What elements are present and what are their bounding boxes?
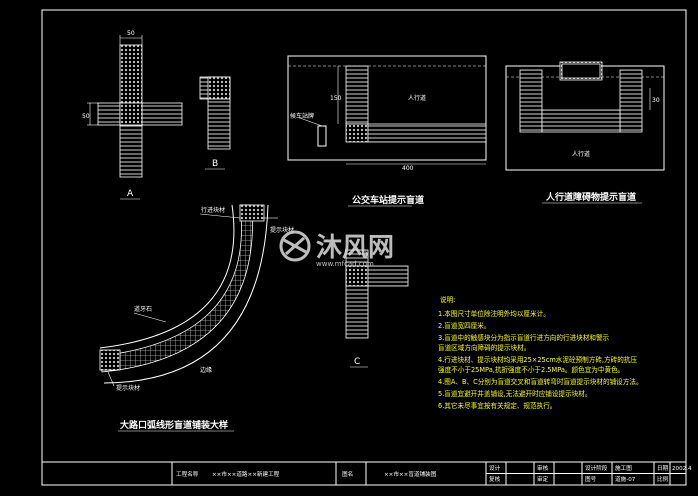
tb-check-label: 审核 [537,464,549,472]
figure-obstacle: 30 人行道 人行道障碍物提示盲道 [505,61,665,204]
bus-sign-label: 候车站牌 [290,112,314,120]
note-item: 6.其它未尽事宜按有关规定、规范执行。 [438,401,556,410]
tb-date-label: 日期 [657,465,669,472]
note-item: 4.行进块材、提示块材均采用25×25cm水泥砼预制方砖,方砖的抗压 [438,355,637,364]
figure-a: 50 50 A [82,30,183,200]
tb-approve-label: 审定 [537,475,549,483]
notes-heading: 说明: [440,295,455,304]
curve-title: 大路口弧线形盲道铺装大样 [120,419,228,431]
tb-number-label: 图号 [585,475,597,483]
fig-c-label: C [354,357,360,367]
tb-scale-label: 比例 [657,475,669,483]
bus-dim-side: 150 [330,95,342,102]
tb-drawing-value: ××市××盲道铺装图 [384,470,437,478]
note-item: 5.盲道宜避开井盖铺设,无法避开时应铺设提示块材。 [438,389,591,398]
note-item: 强度不小于25MPa,抗折强度不小于2.5MPa。颜色宜为中黄色。 [438,365,624,374]
tb-number-value: 道施-07 [615,475,636,483]
note-item: 盲道区域方向障碍的提示块材。 [438,343,530,352]
tb-design-label: 设计 [489,464,501,472]
curve-label-curb: 道牙石 [134,305,152,313]
obstacle-dim-side: 30 [652,97,660,104]
tb-project-label: 工程名称 [176,470,199,478]
watermark: 沐风网 www.mfcad.com [279,230,394,268]
fig-a-label: A [127,189,134,199]
note-item: 1.本图尺寸单位除注明外均以厘米计。 [438,309,550,318]
tb-drawing-label: 图名 [342,470,353,478]
curve-label-walk: 行进块材 [201,206,225,214]
fig-a-dim-left: 50 [82,113,90,120]
obstacle-sidewalk-label: 人行道 [572,150,590,158]
tb-review-label: 复核 [489,475,501,483]
watermark-logo: 沐风网 [316,233,394,263]
fig-b-label: B [212,159,218,169]
fig-a-dim-top: 50 [127,30,135,37]
figure-bus-station: 候车站牌 人行道 150 400 公交车站提示盲道 [287,55,487,207]
figure-b: B [199,76,231,170]
curve-label-edge: 边缘 [200,366,212,374]
note-item: 3.盲道中的触感块分为指示盲道行进方向的行进块材和警示 [438,333,610,342]
notes: 说明: 1.本图尺寸单位除注明外均以厘米计。 2.盲道宽四厘米。 3.盲道中的触… [438,295,643,410]
note-item: 2.盲道宽四厘米。 [438,321,490,330]
figure-curve: 行进块材 提示块材 道牙石 提示块材 边缘 大路口弧线形盲道铺装大样 [99,204,294,432]
bus-station-title: 公交车站提示盲道 [352,194,424,206]
bus-sidewalk-label: 人行道 [408,94,426,102]
title-block: 工程名称 ××市××道路××新建工程 图名 ××市××盲道铺装图 设计 复核 审… [41,461,692,486]
note-item: 4.图A、B、C分别为盲道交叉和盲道转弯时盲道提示块材的铺设方法。 [438,377,643,386]
tb-project-value: ××市××道路××新建工程 [212,470,280,478]
obstacle-title: 人行道障碍物提示盲道 [545,191,636,203]
figure-c: C [345,249,409,368]
bus-dim-bottom: 400 [402,165,414,172]
curve-label-warn: 提示块材 [270,226,294,234]
tb-stage-label: 设计阶段 [585,464,608,472]
curve-label-warn2: 提示块材 [116,384,140,392]
watermark-url: www.mfcad.com [316,260,374,268]
tb-stage-value: 施工图 [615,464,632,472]
tb-date-value: 2002.4 [672,466,692,472]
